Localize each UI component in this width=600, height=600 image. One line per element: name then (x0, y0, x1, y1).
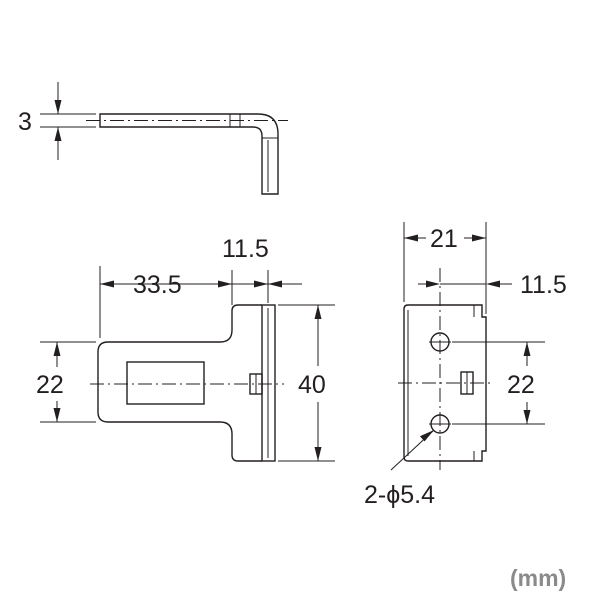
dim-side-offset: 11.5 (520, 271, 567, 299)
side-view (390, 222, 545, 471)
front-view (40, 266, 335, 462)
dim-side-width: 21 (430, 225, 458, 253)
top-view (40, 82, 288, 195)
dim-overall-length: 33.5 (133, 271, 182, 299)
dim-flange-offset: 11.5 (222, 235, 269, 263)
dim-slot-height: 22 (36, 371, 64, 399)
hole-callout: 2-ϕ5.4 (364, 481, 435, 509)
dim-overall-height: 40 (298, 371, 326, 399)
units-label: (mm) (510, 565, 566, 591)
dim-plate-thickness: 3 (18, 108, 32, 136)
dim-hole-pitch: 22 (507, 371, 535, 399)
